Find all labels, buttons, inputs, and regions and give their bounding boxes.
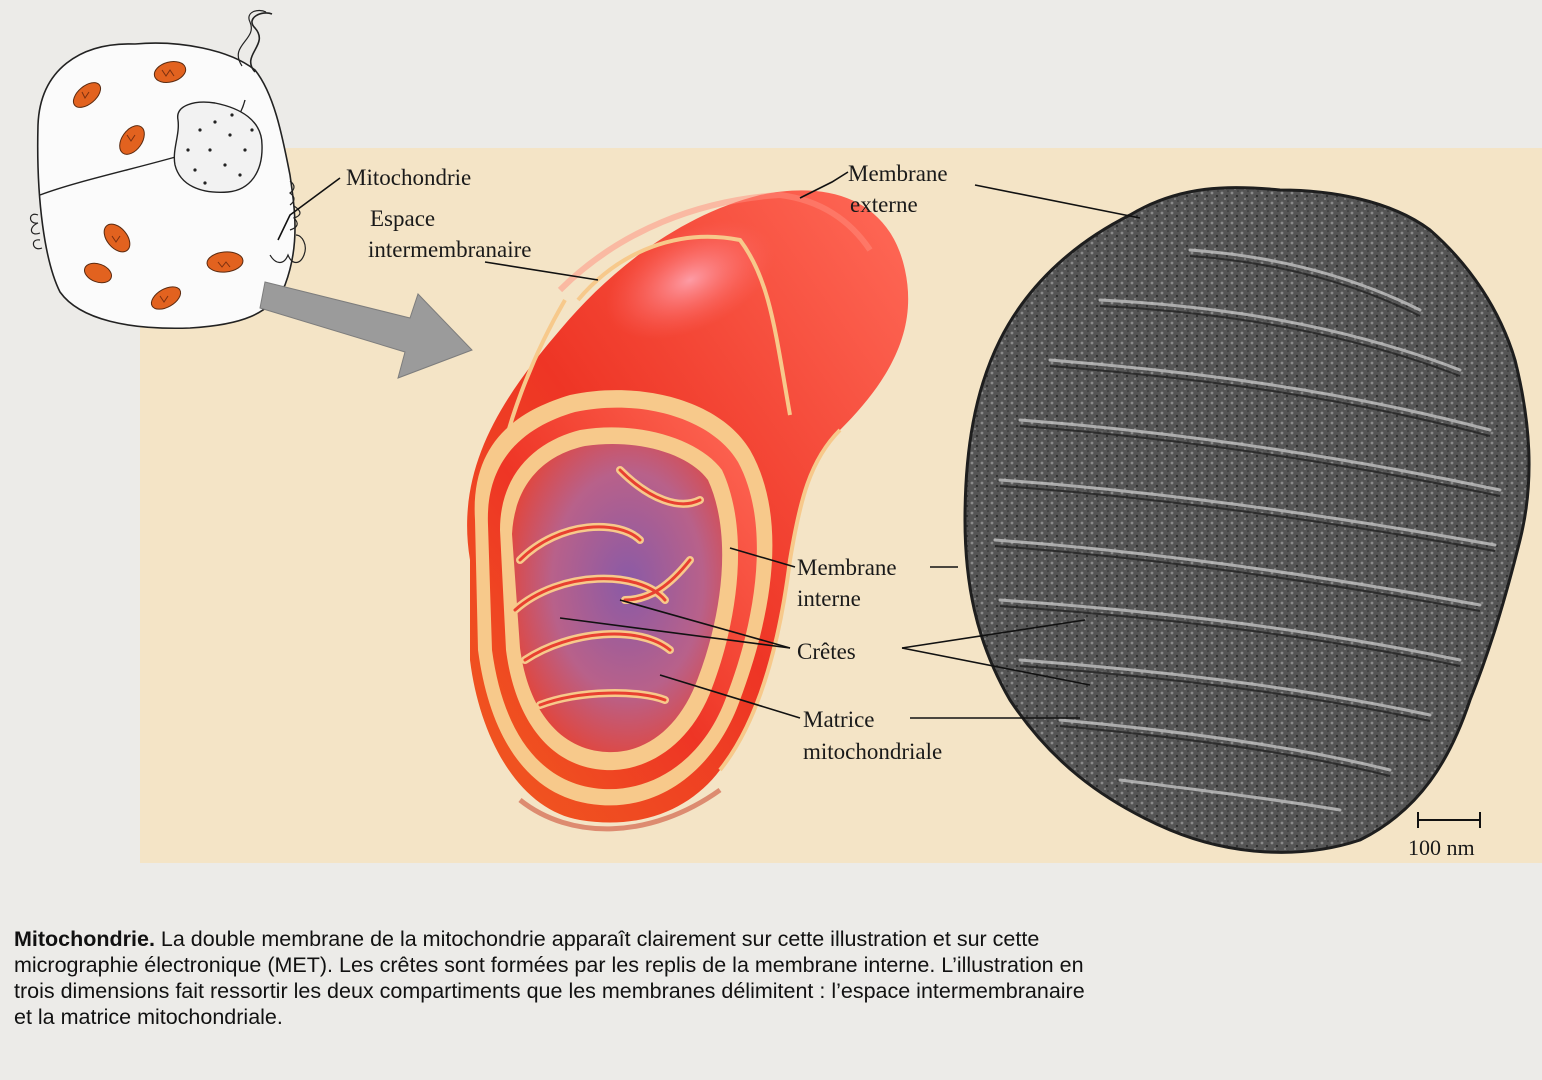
label-espace-line2: intermembranaire <box>368 237 532 262</box>
label-espace-line1: Espace <box>370 206 436 231</box>
label-membrane-interne-line2: interne <box>797 586 861 611</box>
label-mitochondrie: Mitochondrie <box>346 165 472 190</box>
leader-lines <box>277 171 1141 719</box>
label-cretes: Crêtes <box>797 639 856 664</box>
label-matrice-line2: mitochondriale <box>803 739 943 764</box>
scale-bar <box>1417 812 1481 828</box>
label-membrane-interne-line1: Membrane <box>797 555 897 580</box>
label-matrice-line1: Matrice <box>803 707 875 732</box>
zoom-arrow <box>259 281 473 379</box>
caption-text: La double membrane de la mitochondrie ap… <box>14 927 1085 1029</box>
label-membrane-externe-line2: externe <box>850 192 918 217</box>
cell-drawing <box>29 9 306 330</box>
mitochondrion-3d <box>467 190 909 832</box>
highlighted-mitochondrion <box>206 251 244 273</box>
figure-caption: Mitochondrie. La double membrane de la m… <box>14 926 1104 1030</box>
caption-title: Mitochondrie. <box>14 927 155 951</box>
label-membrane-externe-line1: Membrane <box>848 161 948 186</box>
scale-bar-label: 100 nm <box>1408 835 1475 860</box>
electron-micrograph <box>963 186 1531 854</box>
